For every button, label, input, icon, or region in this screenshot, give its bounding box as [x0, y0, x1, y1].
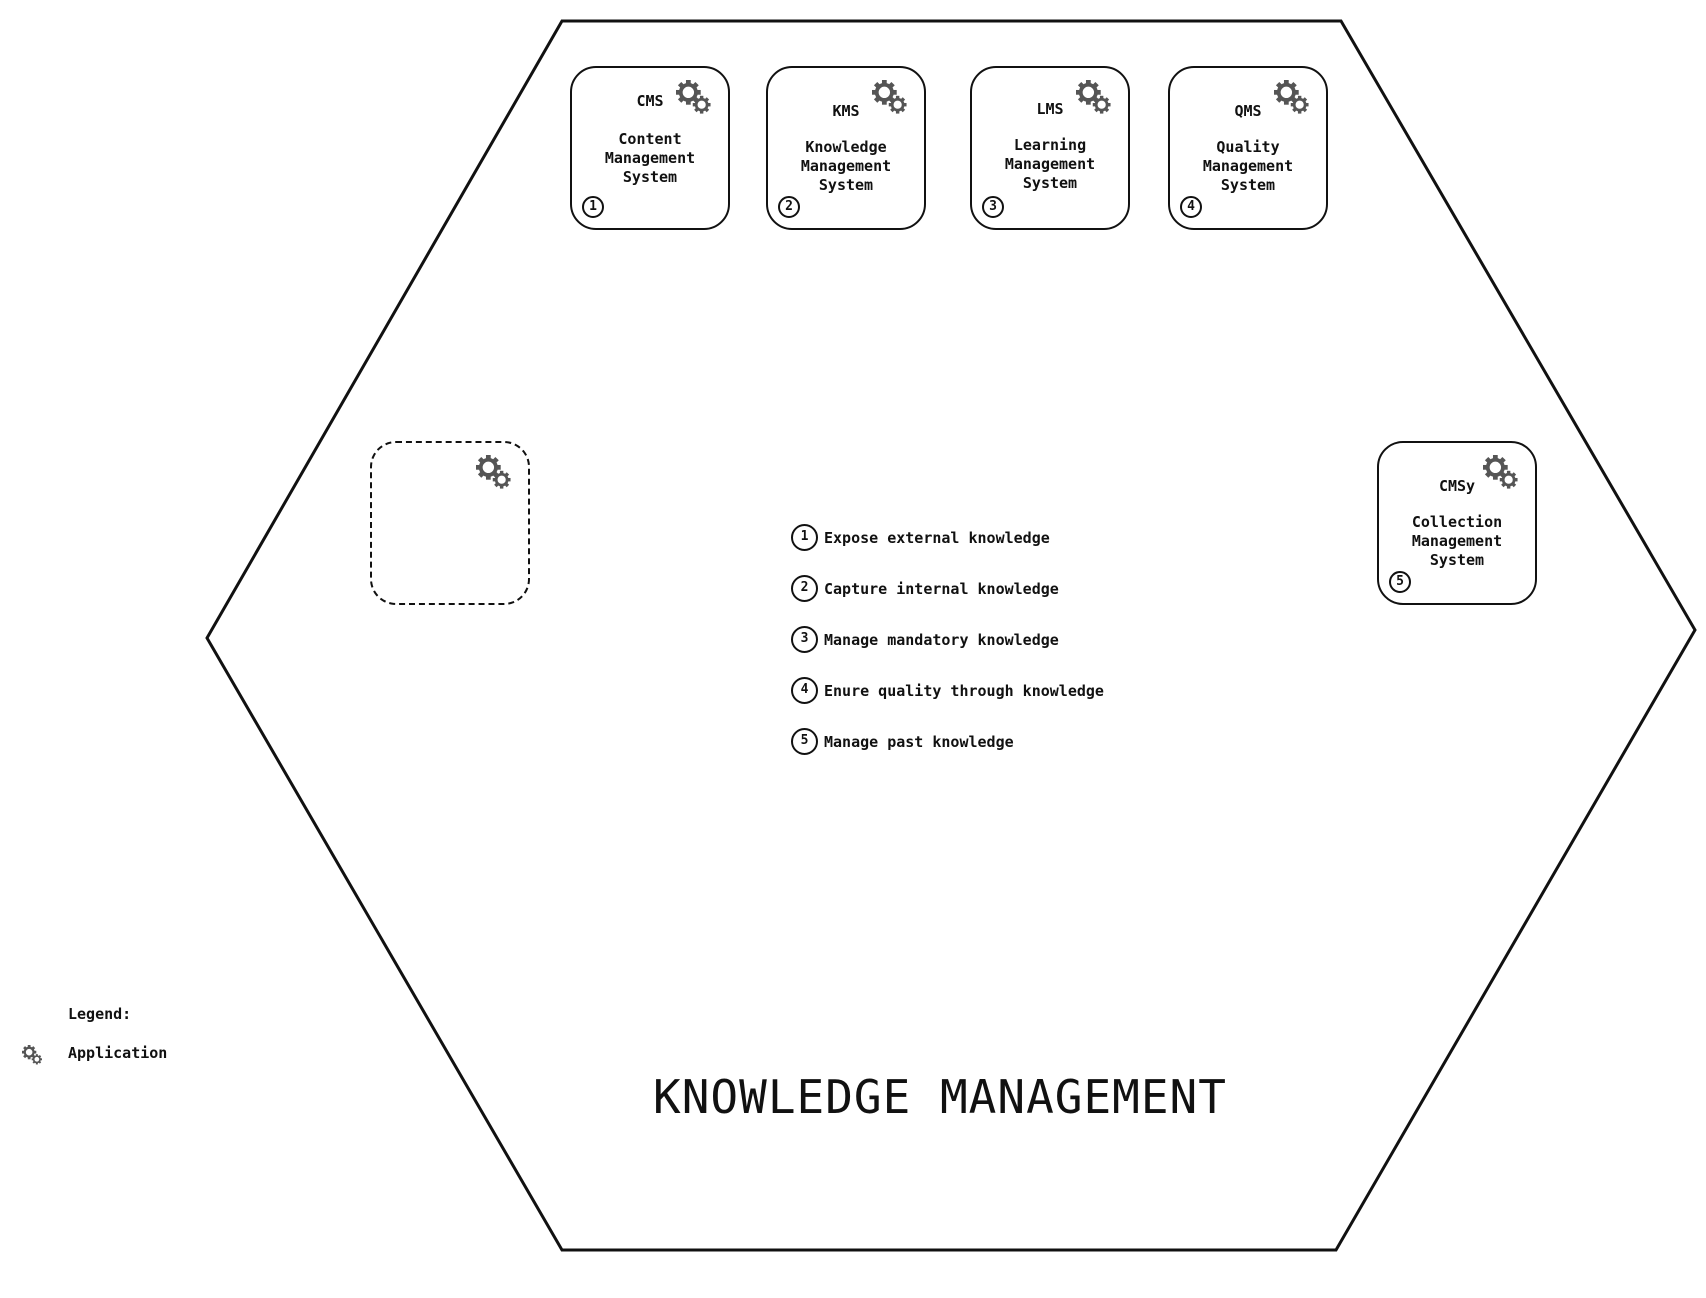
app-box-placeholder[interactable] — [370, 441, 530, 605]
goal-item: 4 Enure quality through knowledge — [791, 677, 1104, 704]
goal-text: Enure quality through knowledge — [824, 681, 1104, 700]
goal-number: 1 — [791, 524, 818, 551]
goal-number: 3 — [791, 626, 818, 653]
app-box-cms[interactable]: CMS Content Management System 1 — [570, 66, 730, 230]
number-badge: 1 — [582, 196, 604, 218]
goal-text: Capture internal knowledge — [824, 579, 1059, 598]
goal-text: Manage mandatory knowledge — [824, 630, 1059, 649]
gear-icon — [676, 80, 714, 118]
goal-list: 1 Expose external knowledge 2 Capture in… — [791, 524, 1104, 779]
app-name: Learning Management System — [1004, 136, 1096, 192]
goal-number: 4 — [791, 677, 818, 704]
gear-icon — [872, 80, 910, 118]
app-name: Quality Management System — [1202, 138, 1294, 194]
gear-icon — [1483, 455, 1521, 493]
number-badge: 3 — [982, 196, 1004, 218]
app-abbr: CMS — [636, 92, 664, 110]
app-abbr: QMS — [1234, 102, 1262, 120]
goal-text: Manage past knowledge — [824, 732, 1014, 751]
app-name: Collection Management System — [1411, 513, 1503, 569]
app-abbr: LMS — [1036, 100, 1064, 118]
goal-item: 2 Capture internal knowledge — [791, 575, 1104, 602]
number-badge: 4 — [1180, 196, 1202, 218]
legend-item-application: Application — [68, 1044, 168, 1062]
gear-icon — [476, 455, 514, 493]
goal-text: Expose external knowledge — [824, 528, 1050, 547]
goal-item: 5 Manage past knowledge — [791, 728, 1104, 755]
app-name: Content Management System — [604, 130, 696, 186]
number-badge: 5 — [1389, 571, 1411, 593]
app-box-cmsy[interactable]: CMSy Collection Management System 5 — [1377, 441, 1537, 605]
gear-icon — [22, 1045, 44, 1067]
app-abbr: KMS — [832, 102, 860, 120]
legend-title: Legend: — [68, 1005, 132, 1023]
gear-icon — [1076, 80, 1114, 118]
goal-item: 3 Manage mandatory knowledge — [791, 626, 1104, 653]
app-box-qms[interactable]: QMS Quality Management System 4 — [1168, 66, 1328, 230]
gear-icon — [1274, 80, 1312, 118]
number-badge: 2 — [778, 196, 800, 218]
goal-number: 2 — [791, 575, 818, 602]
app-abbr: CMSy — [1438, 477, 1476, 495]
app-box-lms[interactable]: LMS Learning Management System 3 — [970, 66, 1130, 230]
goal-item: 1 Expose external knowledge — [791, 524, 1104, 551]
goal-number: 5 — [791, 728, 818, 755]
app-box-kms[interactable]: KMS Knowledge Management System 2 — [766, 66, 926, 230]
diagram-title: KNOWLEDGE MANAGEMENT — [653, 1070, 1227, 1124]
app-name: Knowledge Management System — [800, 138, 892, 194]
